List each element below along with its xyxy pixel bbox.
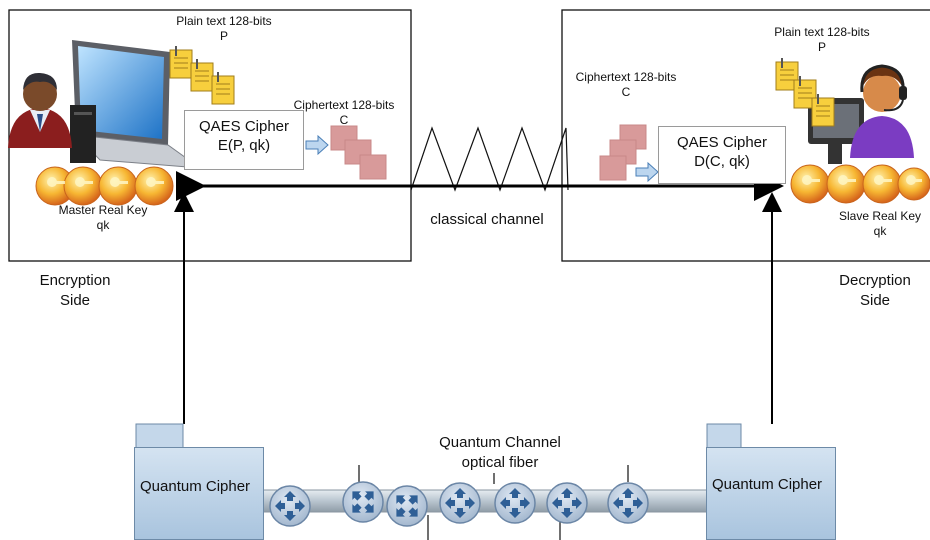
arrow-icon [305,134,329,156]
right-quantum-cipher-label: Quantum Cipher [712,476,823,493]
golden-key-icon [790,164,930,204]
qaes-encrypt-formula: E(P, qk) [217,137,271,154]
enc-ciphertext-label: Ciphertext 128-bits C [293,98,395,127]
network-router-icon [494,482,536,524]
qaes-decrypt-box: QAES Cipher D(C, qk) [658,126,786,184]
right-quantum-cipher-box [706,447,836,540]
quantum-channel-label: Quantum Channel optical fiber [439,434,561,471]
person-at-laptop-icon [8,40,202,169]
qaes-decrypt-formula: D(C, qk) [694,153,750,170]
network-router-icon [439,482,481,524]
right-quantum-box-tab [706,423,742,449]
left-quantum-cipher-label: Quantum Cipher [140,478,251,495]
dec-ciphertext-label: Ciphertext 128-bits C [575,70,677,99]
network-router-icon [386,485,428,527]
decryption-side-frame [561,9,930,262]
left-quantum-box-tab [135,423,184,449]
document-with-paperclip-icon [169,46,235,105]
encryption-side-label: Encryption Side [39,272,111,309]
decryption-side-label: Decryption Side [839,272,911,309]
network-router-icon [269,485,311,527]
golden-key-icon [35,166,174,206]
dec-plaintext-label: Plain text 128-bits P [774,25,870,54]
network-router-icon [269,481,649,527]
encryption-side-frame [8,9,412,262]
enc-plaintext-label: Plain text 128-bits P [176,14,272,43]
ciphertext-blocks-right [599,124,647,181]
network-router-icon [546,482,588,524]
network-router-icon [342,481,384,523]
person-with-headset-icon [808,64,914,164]
slave-key-label: Slave Real Key qk [838,209,922,238]
qaes-encrypt-title: QAES Cipher [198,118,290,135]
classical-channel-label: classical channel [430,211,544,228]
master-key-label: Master Real Key qk [58,203,148,232]
qaes-encrypt-box: QAES Cipher E(P, qk) [184,110,304,170]
qaes-decrypt-title: QAES Cipher [676,134,768,151]
network-router-icon [607,482,649,524]
ciphertext-blocks-left [330,125,387,180]
arrow-icon [635,161,659,183]
channel-waveform [410,126,569,192]
document-with-paperclip-icon [775,58,835,127]
